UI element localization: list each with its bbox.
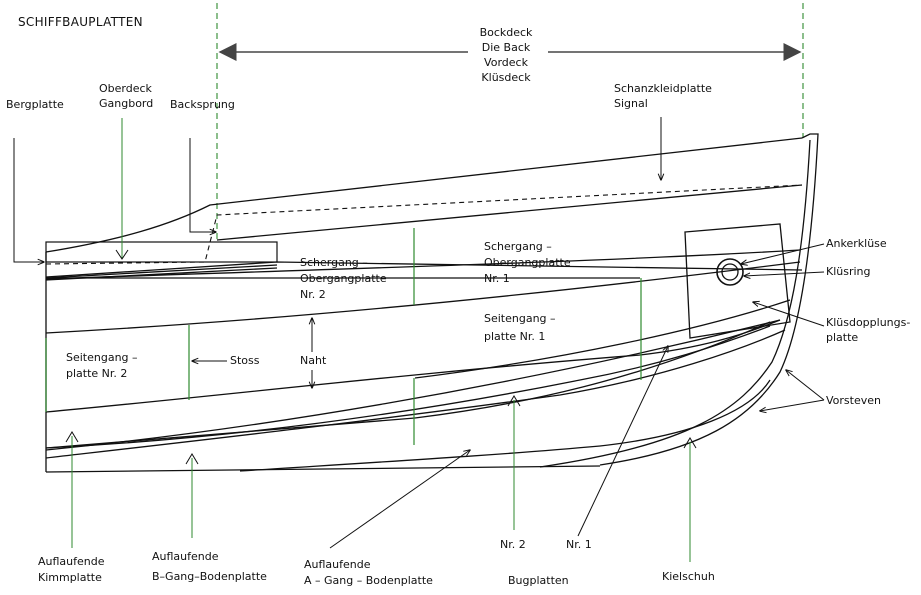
dummy4 [45,319,781,451]
leader-agang [329,450,470,549]
leader-bergplatte [13,138,44,262]
label-bugplatten: Bugplatten [508,574,569,587]
leader-kluesdopplung [753,302,825,327]
label-kimm-2: Kimmplatte [38,571,102,584]
stem-inner [539,139,811,468]
hawse-doubling-plate [684,223,791,339]
label-kimm-1: Auflaufende [38,555,105,568]
label-agang-2: A – Gang – Bodenplatte [304,574,433,587]
label-backsprung: Backsprung [170,98,235,111]
leader-kimm-arrowhead [65,431,79,443]
dummy2 [45,267,278,281]
seam-kimm [45,417,416,449]
label-bgang-2: B–Gang–Bodenplatte [152,570,267,583]
label-schergang1-3: Nr. 1 [484,272,510,285]
leader-kluesring [744,271,825,276]
label-schanzkleid-2: Signal [614,97,648,110]
label-nr2: Nr. 2 [500,538,526,551]
label-nr1: Nr. 1 [566,538,592,551]
leader-nr2-arrowhead [507,395,521,407]
leader-nr1 [577,346,668,537]
label-naht: Naht [300,354,327,367]
label-stoss: Stoss [230,354,260,367]
label-schergang1-2: Obergangplatte [484,256,571,269]
keel-line [45,465,601,473]
seam-lower [45,329,786,459]
leader-bgang-arrowhead [185,453,199,465]
label-kielschuh: Kielschuh [662,570,715,583]
label-schergang1-1: Schergang – [484,240,552,253]
deck-label-1: Bockdeck [480,26,533,39]
label-oberdeck: Oberdeck [99,82,153,95]
label-schergang2-3: Nr. 2 [300,288,326,301]
label-kluesdopplung-2: platte [826,331,858,344]
seam-bow-middle [414,299,791,379]
label-bergplatte: Bergplatte [6,98,64,111]
label-schanzkleid-1: Schanzkleidplatte [614,82,712,95]
bergplatte-plate [45,241,278,263]
label-schergang2-2: Obergangplatte [300,272,387,285]
dummy [45,249,801,280]
label-agang-1: Auflaufende [304,558,371,571]
deck-label-bg [468,24,548,90]
dummy3 [45,264,278,279]
label-seitengang2-2: platte Nr. 2 [66,367,127,380]
deck-label-3: Vordeck [484,56,529,69]
bulwark-line [216,184,803,241]
sheer-line [45,137,803,253]
leader-backsprung [189,138,216,232]
seam-bottom-strake [45,325,771,449]
leader-ankerkluese [741,243,825,264]
leader-vorsteven-1 [786,370,825,401]
bottom-plate-curve [239,379,771,472]
deck-label-2: Die Back [482,41,531,54]
stem-outer [599,133,819,466]
diagram-title: SCHIFFBAUPLATTEN [18,15,143,29]
dummy5 [414,321,771,419]
label-seitengang1-1: Seitengang – [484,312,556,325]
seam-sheer-strake [45,261,801,334]
label-seitengang1-2: platte Nr. 1 [484,330,545,343]
leader-gangbord-arrowhead [115,249,129,260]
leader-vorsteven-2 [760,399,825,411]
label-vorsteven: Vorsteven [826,394,881,407]
leader-kielschuh-arrowhead [683,437,697,449]
strake-seam-upper [45,261,803,278]
label-bgang-1: Auflaufende [152,550,219,563]
label-kluesdopplung-1: Klüsdopplungs- [826,316,910,329]
label-gangbord: Gangbord [99,97,153,110]
hawse-ring-inner [721,263,739,281]
label-seitengang2-1: Seitengang – [66,351,138,364]
deck-dashed-line [45,184,803,265]
hawse-ring-outer [716,258,744,286]
label-ankerkluese: Ankerklüse [826,237,887,250]
deck-label-4: Klüsdeck [481,71,531,84]
seam-side-strake [45,354,641,413]
label-schergang2-1: Schergang – [300,256,368,269]
label-kluesring: Klüsring [826,265,871,278]
